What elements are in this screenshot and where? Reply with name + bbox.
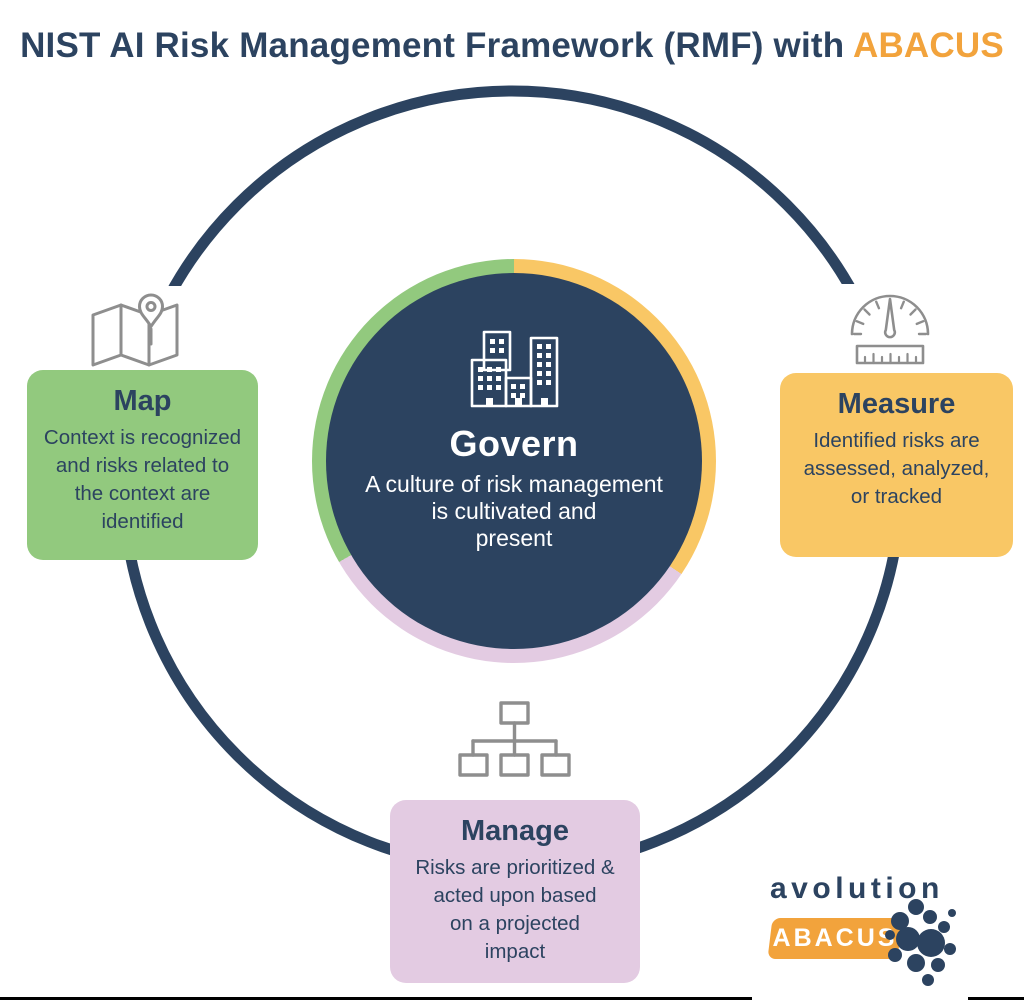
manage-heading: Manage: [461, 815, 569, 847]
map-desc-line: and risks related to: [55, 454, 230, 477]
measure-desc-line: or tracked: [850, 485, 943, 508]
title-accent: ABACUS: [852, 26, 1004, 65]
map-description: Context is recognized and risks related …: [27, 424, 258, 536]
bottom-border-right: [968, 997, 1024, 1000]
org-chart-icon: [458, 701, 571, 777]
map-heading: Map: [113, 385, 172, 417]
govern-hub: Govern A culture of risk management is c…: [312, 259, 716, 663]
manage-desc-line: acted upon based: [433, 884, 597, 907]
manage-description: Risks are prioritized & acted upon based…: [390, 854, 640, 966]
govern-desc-line: A culture of risk management: [365, 471, 663, 497]
govern-description: A culture of risk management is cultivat…: [365, 471, 663, 552]
abacus-label: ABACUS: [772, 924, 898, 952]
bottom-border-left: [0, 997, 752, 1000]
map-desc-line: identified: [101, 510, 184, 533]
govern-circle: Govern A culture of risk management is c…: [326, 273, 702, 649]
manage-desc-line: on a projected: [450, 912, 580, 935]
map-icon: [91, 293, 179, 367]
measure-desc-line: Identified risks are: [813, 429, 980, 452]
title-main: NIST AI Risk Management Framework (RMF) …: [20, 26, 845, 65]
measure-description: Identified risks are assessed, analyzed,…: [780, 427, 1013, 511]
manage-card: Manage Risks are prioritized & acted upo…: [390, 800, 640, 983]
govern-desc-line: present: [475, 525, 553, 551]
avolution-abacus-logo: avolution ABACUS: [760, 868, 970, 993]
manage-desc-line: Risks are prioritized &: [415, 856, 615, 879]
abacus-dots-icon: [885, 899, 956, 986]
gauge-icon: [850, 294, 930, 365]
buildings-icon: [470, 330, 559, 408]
avolution-wordmark: avolution: [770, 872, 944, 905]
measure-heading: Measure: [837, 388, 956, 420]
map-desc-line: the context are: [74, 482, 211, 505]
govern-heading: Govern: [449, 423, 579, 464]
measure-card: Measure Identified risks are assessed, a…: [780, 373, 1013, 557]
measure-desc-line: assessed, analyzed,: [803, 457, 990, 480]
page-title: NIST AI Risk Management Framework (RMF) …: [0, 26, 1024, 66]
map-card: Map Context is recognized and risks rela…: [27, 370, 258, 560]
manage-desc-line: impact: [484, 940, 546, 963]
map-desc-line: Context is recognized: [43, 426, 242, 449]
govern-desc-line: is cultivated and: [431, 498, 597, 524]
